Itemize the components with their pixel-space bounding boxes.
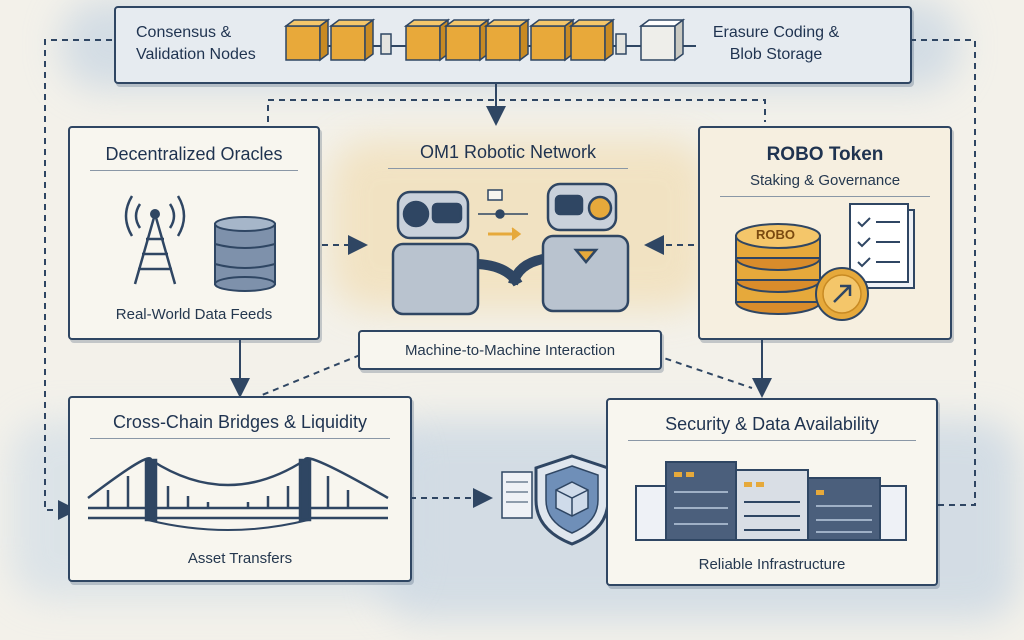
security-caption: Reliable Infrastructure: [698, 556, 846, 573]
oracles-divider: [90, 170, 298, 171]
database-icon: [214, 216, 276, 292]
link-icon: [380, 33, 392, 55]
bridges-caption: Asset Transfers: [187, 550, 293, 567]
token-panel: ROBO Token Staking & Governance ROBO: [698, 126, 952, 340]
erasure-label: Erasure Coding & Blob Storage: [696, 22, 856, 66]
network-panel: OM1 Robotic Network: [318, 122, 698, 342]
coin-stack-icon: [735, 223, 821, 315]
consensus-label-line1: Consensus &: [136, 24, 232, 41]
coin-arrow-icon: [815, 267, 869, 321]
block-icon: [403, 18, 451, 62]
block-icon: [443, 18, 491, 62]
network-divider: [388, 168, 628, 169]
block-icon: [638, 18, 686, 62]
erasure-label-line2: Blob Storage: [729, 46, 823, 63]
block-icon: [283, 18, 331, 62]
consensus-label: Consensus & Validation Nodes: [136, 22, 256, 66]
coin-label: ROBO: [756, 227, 795, 242]
server-stub-icon: [501, 471, 533, 519]
bridges-divider: [90, 438, 390, 439]
bridges-title: Cross-Chain Bridges & Liquidity: [112, 412, 368, 432]
radio-tower-icon: [124, 195, 186, 285]
bridges-panel: Cross-Chain Bridges & Liquidity Asset Tr…: [68, 396, 412, 582]
block-icon: [483, 18, 531, 62]
block-chain-icon: [283, 18, 696, 62]
shield-icon: [534, 454, 610, 546]
block-icon: [528, 18, 576, 62]
security-title: Security & Data Availability: [665, 414, 879, 434]
consensus-label-line2: Validation Nodes: [136, 46, 256, 63]
oracles-caption: Real-World Data Feeds: [115, 306, 273, 323]
oracles-panel: Decentralized Oracles Real-World Data Fe…: [68, 126, 320, 340]
robots-handshake-icon: [391, 182, 630, 316]
oracles-title: Decentralized Oracles: [105, 144, 283, 164]
link-icon: [615, 33, 627, 55]
token-divider: [720, 196, 930, 197]
block-icon: [328, 18, 376, 62]
bridge-icon: [87, 457, 389, 531]
security-divider: [628, 440, 916, 441]
server-rack-icon: [635, 461, 907, 541]
network-caption: Machine-to-Machine Interaction: [404, 342, 616, 359]
governance-checklist-icon: [849, 203, 915, 289]
security-panel: Security & Data Availability Reliable In…: [606, 398, 938, 586]
erasure-label-line1: Erasure Coding &: [712, 24, 840, 41]
network-caption-box: Machine-to-Machine Interaction: [358, 330, 662, 370]
token-subtitle: Staking & Governance: [749, 172, 901, 189]
consensus-storage-bar: Consensus & Validation Nodes Erasure Cod…: [114, 6, 912, 84]
network-title: OM1 Robotic Network: [419, 142, 597, 162]
block-icon: [568, 18, 616, 62]
token-title: ROBO Token: [766, 144, 884, 165]
